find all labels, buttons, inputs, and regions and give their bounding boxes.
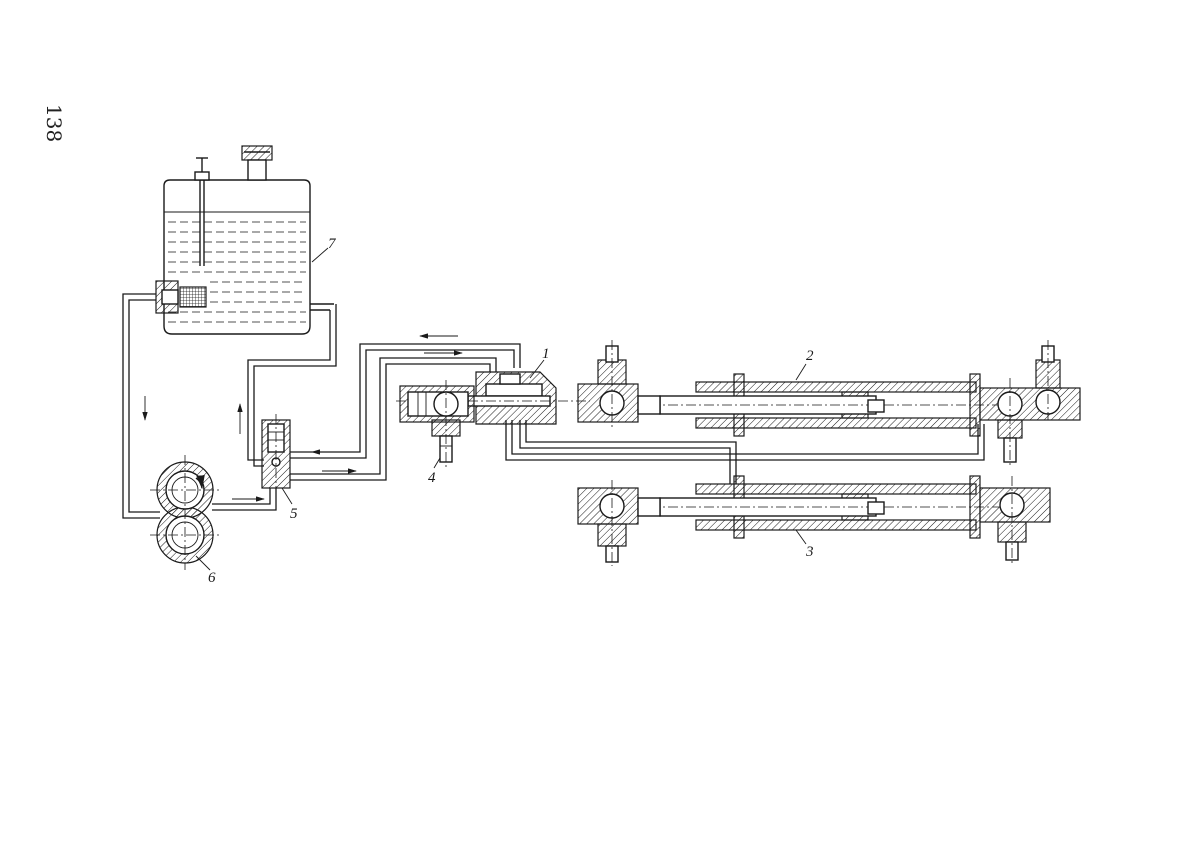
- upper-rod-end-left: [577, 340, 661, 430]
- suction-strainer: [155, 280, 207, 314]
- lower-rod-end-right: [979, 476, 1051, 566]
- pressure-valve: [261, 414, 291, 494]
- callout-2: 2: [806, 348, 814, 364]
- upper-cylinder: [650, 373, 1000, 437]
- callout-4: 4: [428, 470, 436, 486]
- flow-arrows: [142, 333, 463, 502]
- callout-3: 3: [805, 544, 814, 560]
- distributor: [396, 371, 590, 425]
- lower-cylinder: [650, 475, 1000, 539]
- check-valve-4: [431, 380, 461, 468]
- filler-cap: [241, 145, 273, 181]
- gear-pump: [150, 455, 220, 570]
- callout-6: 6: [208, 570, 216, 586]
- callout-5: 5: [290, 506, 298, 522]
- upper-rod-end-right: [979, 340, 1081, 468]
- oil-level-lines: [168, 221, 306, 323]
- oil-tank: [155, 145, 334, 335]
- callout-1: 1: [542, 346, 550, 362]
- dipstick: [194, 157, 210, 266]
- callout-7: 7: [328, 236, 337, 252]
- lower-rod-end-left: [577, 480, 661, 566]
- callouts: 1 2 3 4 5 6 7: [195, 236, 814, 586]
